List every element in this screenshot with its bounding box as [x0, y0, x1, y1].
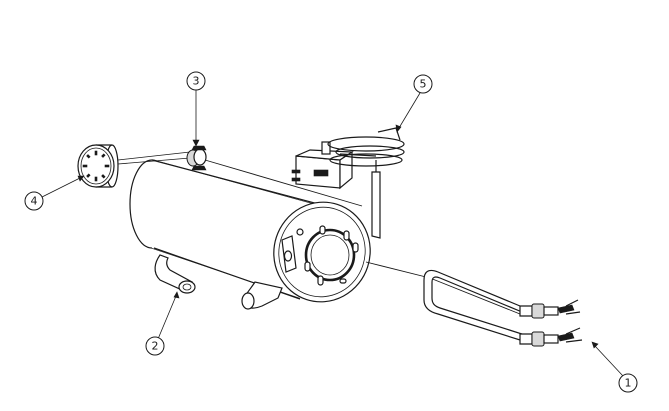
leader-lines	[41, 90, 624, 377]
front-flange	[273, 171, 381, 303]
callout-2: 2	[145, 336, 165, 356]
heating-element	[365, 261, 583, 347]
sensor-fitting	[186, 145, 363, 207]
callout-5-label: 5	[420, 78, 427, 91]
callout-1: 1	[618, 373, 638, 393]
callout-3-label: 3	[193, 75, 200, 88]
dial-ticks	[82, 150, 110, 182]
callout-4: 4	[24, 191, 44, 211]
callout-3: 3	[186, 71, 206, 91]
thermometer-dial	[77, 144, 191, 188]
thermostat	[291, 127, 405, 190]
callout-5: 5	[413, 74, 433, 94]
callout-1-label: 1	[625, 377, 632, 390]
pipe-stubs	[154, 254, 283, 310]
callout-4-label: 4	[31, 195, 38, 208]
callout-2-label: 2	[152, 340, 159, 353]
